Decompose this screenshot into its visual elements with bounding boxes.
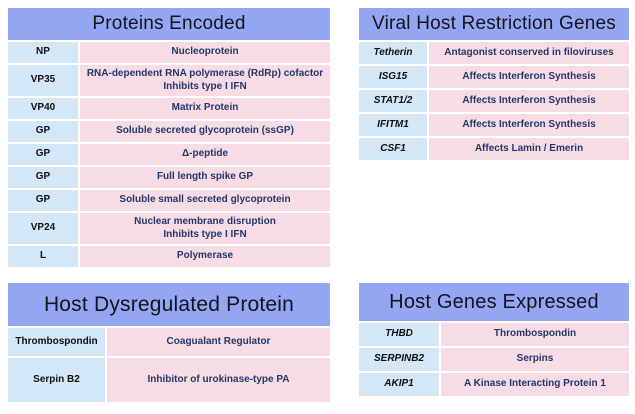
description-line: Nucleoprotein [171,46,239,58]
table-row: GP Soluble small secreted glycoprotein [8,190,330,211]
row-description-cell: Δ-peptide [80,144,330,165]
table-header-proteins-encoded: Proteins Encoded [8,8,330,40]
row-label-cell: CSF1 [359,138,427,160]
row-label-cell: STAT1/2 [359,90,427,112]
description-line: Affects Interferon Synthesis [462,94,596,106]
row-label-cell: GP [8,167,78,188]
description-line: A Kinase Interacting Protein 1 [464,378,606,390]
table-title: Proteins Encoded [92,13,246,34]
table-row: IFITM1 Affects Interferon Synthesis [359,114,629,136]
table-row: VP35 RNA-dependent RNA polymerase (RdRp) … [8,65,330,96]
row-description-cell: Inhibitor of urokinase-type PA [107,358,330,402]
description-line: Affects Interferon Synthesis [462,118,596,130]
table-host-dysregulated-protein: Host Dysregulated Protein Thrombospondin… [8,283,330,402]
description-line: Matrix Protein [171,102,239,114]
row-label-cell: SERPINB2 [359,348,439,371]
row-description-cell: Polymerase [80,246,330,267]
table-row: GP Soluble secreted glycoprotein (ssGP) [8,121,330,142]
row-label-cell: ISG15 [359,66,427,88]
table-row: Tetherin Antagonist conserved in filoviru… [359,42,629,64]
row-description-cell: RNA-dependent RNA polymerase (RdRp) cofa… [80,65,330,96]
table-header-host-genes-expressed: Host Genes Expressed [359,283,629,321]
row-description-cell: Soluble small secreted glycoprotein [80,190,330,211]
table-viral-host-restriction-genes: Viral Host Restriction Genes Tetherin Ant… [359,8,629,160]
table-row: Serpin B2 Inhibitor of urokinase-type PA [8,358,330,402]
table-title: Viral Host Restriction Genes [372,13,616,34]
row-label-cell: GP [8,190,78,211]
description-line: Inhibits type I IFN [163,80,247,92]
table-row: GP Δ-peptide [8,144,330,165]
description-line: Polymerase [176,250,234,262]
table-row: CSF1 Affects Lamin / Emerin [359,138,629,160]
row-description-cell: Affects Interferon Synthesis [429,114,629,136]
row-description-cell: Matrix Protein [80,98,330,119]
row-description-cell: Affects Interferon Synthesis [429,66,629,88]
description-line: Inhibitor of urokinase-type PA [147,373,290,385]
row-label-cell: THBD [359,323,439,346]
row-label-cell: VP35 [8,65,78,96]
description-line: Δ-peptide [181,148,229,160]
description-line: Soluble small secreted glycoprotein [119,194,291,206]
row-description-cell: Soluble secreted glycoprotein (ssGP) [80,121,330,142]
table-title: Host Dysregulated Protein [43,292,295,316]
table-row: Thrombospondin Coagualant Regulator [8,328,330,356]
description-line: Thrombospondin [493,328,577,340]
row-label-cell: GP [8,121,78,142]
description-line: Nuclear membrane disruption [134,216,276,227]
row-label-cell: AKIP1 [359,373,439,396]
table-header-viral-host-restriction-genes: Viral Host Restriction Genes [359,8,629,40]
description-line: Affects Lamin / Emerin [474,142,584,154]
row-label-cell: VP40 [8,98,78,119]
table-row: GP Full length spike GP [8,167,330,188]
description-line: Antagonist conserved in filoviruses [444,46,614,58]
table-row: SERPINB2 Serpins [359,348,629,371]
row-description-cell: Full length spike GP [80,167,330,188]
description-line: RNA-dependent RNA polymerase (RdRp) cofa… [86,68,324,79]
row-label-cell: IFITM1 [359,114,427,136]
row-label-cell: GP [8,144,78,165]
row-description-cell: Affects Interferon Synthesis [429,90,629,112]
description-line: Coagualant Regulator [166,335,271,347]
table-body: Tetherin Antagonist conserved in filoviru… [359,42,629,160]
table-header-host-dysregulated-protein: Host Dysregulated Protein [8,283,330,326]
row-description-cell: Antagonist conserved in filoviruses [429,42,629,64]
row-label-cell: Serpin B2 [8,358,105,402]
description-line: Serpins [516,353,554,365]
table-row: NP Nucleoprotein [8,42,330,63]
row-label-cell: NP [8,42,78,63]
description-line: Inhibits type I IFN [163,228,247,240]
table-row: ISG15 Affects Interferon Synthesis [359,66,629,88]
row-description-cell: Coagualant Regulator [107,328,330,356]
row-description-cell: Affects Lamin / Emerin [429,138,629,160]
row-description-cell: Serpins [441,348,629,371]
description-line: Soluble secreted glycoprotein (ssGP) [116,125,294,137]
row-label-cell: Tetherin [359,42,427,64]
description-line: Affects Interferon Synthesis [462,70,596,82]
table-row: STAT1/2 Affects Interferon Synthesis [359,90,629,112]
row-label-cell: VP24 [8,213,78,244]
table-row: VP40 Matrix Protein [8,98,330,119]
table-title: Host Genes Expressed [389,290,599,313]
table-row: AKIP1 A Kinase Interacting Protein 1 [359,373,629,396]
row-description-cell: A Kinase Interacting Protein 1 [441,373,629,396]
table-row: L Polymerase [8,246,330,267]
row-description-cell: Nucleoprotein [80,42,330,63]
row-label-cell: Thrombospondin [8,328,105,356]
row-label-cell: L [8,246,78,267]
table-row: THBD Thrombospondin [359,323,629,346]
row-description-cell: Thrombospondin [441,323,629,346]
description-line: Full length spike GP [156,171,254,183]
